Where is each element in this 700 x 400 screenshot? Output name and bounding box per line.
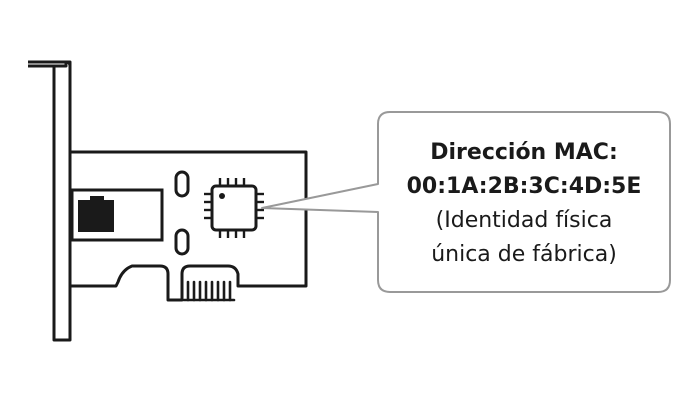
mounting-bracket	[28, 60, 72, 342]
bracket-top-tab	[28, 60, 72, 67]
callout-bubble	[261, 111, 671, 293]
indicator-slot-bottom	[174, 228, 190, 256]
pcie-contacts	[182, 280, 236, 302]
chip-icon	[204, 178, 264, 238]
pcb-board	[68, 150, 308, 302]
ethernet-port-housing	[70, 188, 164, 242]
ethernet-port-icon	[78, 196, 114, 232]
indicator-slot-top	[174, 170, 190, 198]
